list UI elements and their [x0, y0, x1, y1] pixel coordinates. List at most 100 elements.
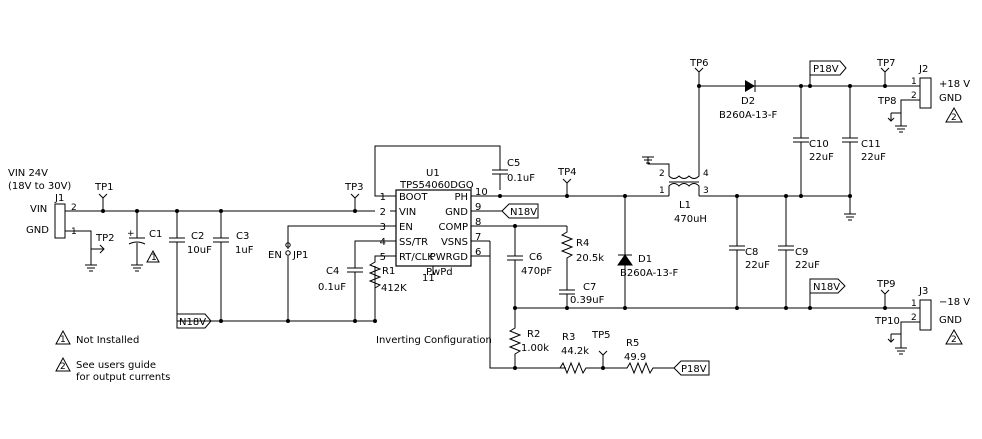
boot-wire	[374, 145, 501, 197]
d2-value: B260A-13-F	[719, 110, 778, 121]
tp9-label: TP9	[876, 279, 896, 290]
c7-ref: C7	[583, 282, 596, 293]
l1-winding-bottom	[668, 183, 700, 196]
junction-dot	[848, 84, 852, 88]
n18v-left-rail	[177, 266, 376, 322]
l1-gnd-wire	[642, 156, 670, 176]
j1-ref: J1	[54, 193, 64, 204]
u1-pin-num: 2	[380, 207, 386, 218]
tp7-symbol	[880, 67, 890, 86]
tp5-symbol	[598, 350, 608, 368]
n18v-net-flag-ic	[501, 203, 539, 219]
junction-dot	[799, 194, 803, 198]
c2-value: 10uF	[187, 245, 212, 256]
junction-dot	[623, 194, 627, 198]
note1-mark: 1	[60, 335, 66, 345]
j3-connector	[919, 299, 932, 331]
d1-value: B260A-13-F	[620, 268, 679, 279]
n18v-flag-text: N18V	[179, 317, 206, 328]
u1-pin-num: 5	[380, 252, 386, 263]
vin-pin-label: VIN	[30, 204, 47, 215]
u1-pin-num: 7	[475, 232, 481, 243]
r4-c7-network	[559, 226, 575, 308]
c1-capacitor	[128, 211, 146, 265]
note1-legend-triangle	[55, 329, 71, 345]
j2-gnd-wire	[895, 99, 920, 133]
j2-ref: J2	[918, 64, 928, 75]
u1-right-pin-labels: PH GND COMP VSNS PWRGD 10 9 8 7 6	[430, 187, 488, 263]
j2-pin1: 1	[911, 77, 917, 87]
vin-range-label: (18V to 30V)	[8, 181, 71, 192]
j1-pin1: 1	[71, 227, 77, 237]
tp2-label: TP2	[95, 233, 115, 244]
c10-ref: C10	[809, 139, 829, 150]
u1-pin-name: GND	[445, 207, 468, 218]
gnd-symbol-j1	[85, 264, 97, 272]
tp7-label: TP7	[876, 58, 896, 69]
c8-value: 22uF	[745, 260, 770, 271]
junction-dot	[735, 194, 739, 198]
d1-body	[618, 255, 632, 265]
j3-gnd-label: GND	[939, 315, 962, 326]
tp3-label: TP3	[344, 182, 364, 193]
u1-pin-num: 9	[475, 202, 481, 213]
note2-line1: See users guide	[76, 360, 156, 371]
note1-text: Not Installed	[76, 335, 139, 346]
l1-value: 470uH	[674, 214, 707, 225]
gnd-symbol-c11	[844, 213, 856, 221]
l1-pin1: 1	[659, 186, 665, 196]
junction-dot	[498, 194, 502, 198]
l1-pin3: 3	[703, 186, 709, 196]
en-wire	[287, 225, 390, 321]
p18v-flag-text: P18V	[681, 364, 707, 375]
j3-note-mark: 2	[951, 335, 957, 345]
u1-pin-num: 3	[380, 222, 386, 233]
j2-pin2: 2	[911, 91, 917, 101]
u1-right-pins	[471, 195, 490, 257]
junction-dot	[808, 84, 812, 88]
tp1-symbol	[98, 193, 108, 211]
c2-capacitor	[169, 211, 185, 321]
u1-chip	[395, 189, 472, 267]
note2-legend-triangle	[55, 356, 71, 372]
junction-dot	[219, 319, 223, 323]
u1-pad-name: PwPd	[426, 267, 453, 278]
c6-value: 470pF	[521, 266, 552, 277]
u1-pin-name: VIN	[399, 207, 416, 218]
c10-capacitor	[793, 86, 809, 196]
u1-pin-name: VSNS	[441, 237, 468, 248]
c1-note-mark: 1	[151, 253, 157, 263]
r1-resistor	[368, 255, 390, 321]
r4-value: 20.5k	[576, 253, 604, 264]
c8-ref: C8	[745, 247, 758, 258]
junction-dot	[848, 194, 852, 198]
tp10-symbol	[887, 333, 901, 343]
r1-ref: R1	[382, 266, 395, 277]
r5-ref: R5	[626, 338, 639, 349]
c7-value: 0.39uF	[570, 295, 605, 306]
vsns-wire	[489, 241, 566, 369]
r3-ref: R3	[562, 332, 575, 343]
c5-capacitor	[492, 169, 508, 190]
junction-dot	[784, 194, 788, 198]
c6-capacitor	[507, 226, 523, 308]
r3-value: 44.2k	[561, 346, 589, 357]
tp6-symbol	[694, 67, 704, 86]
j3-pin1: 1	[911, 299, 917, 309]
d1-diode	[617, 196, 633, 308]
note2-line2: for output currents	[76, 372, 170, 383]
junction-dot	[565, 306, 569, 310]
tp3-symbol	[350, 193, 360, 211]
c4-value: 0.1uF	[318, 282, 346, 293]
u1-left-pin-labels: 1 2 3 4 5 BOOT VIN EN SS/TR RT/CLK	[380, 192, 435, 263]
j2-note-mark: 2	[951, 113, 957, 123]
junction-dot	[353, 209, 357, 213]
n18v-net-flag-right	[809, 278, 846, 308]
r2-value: 1.00k	[521, 343, 549, 354]
tp2-symbol	[91, 244, 105, 254]
u1-pad-num: 11	[422, 273, 435, 284]
junction-dot	[697, 84, 701, 88]
l1-winding-top	[668, 166, 700, 179]
tp1-label: TP1	[94, 182, 114, 193]
u1-pin-name: RT/CLK	[399, 252, 434, 263]
